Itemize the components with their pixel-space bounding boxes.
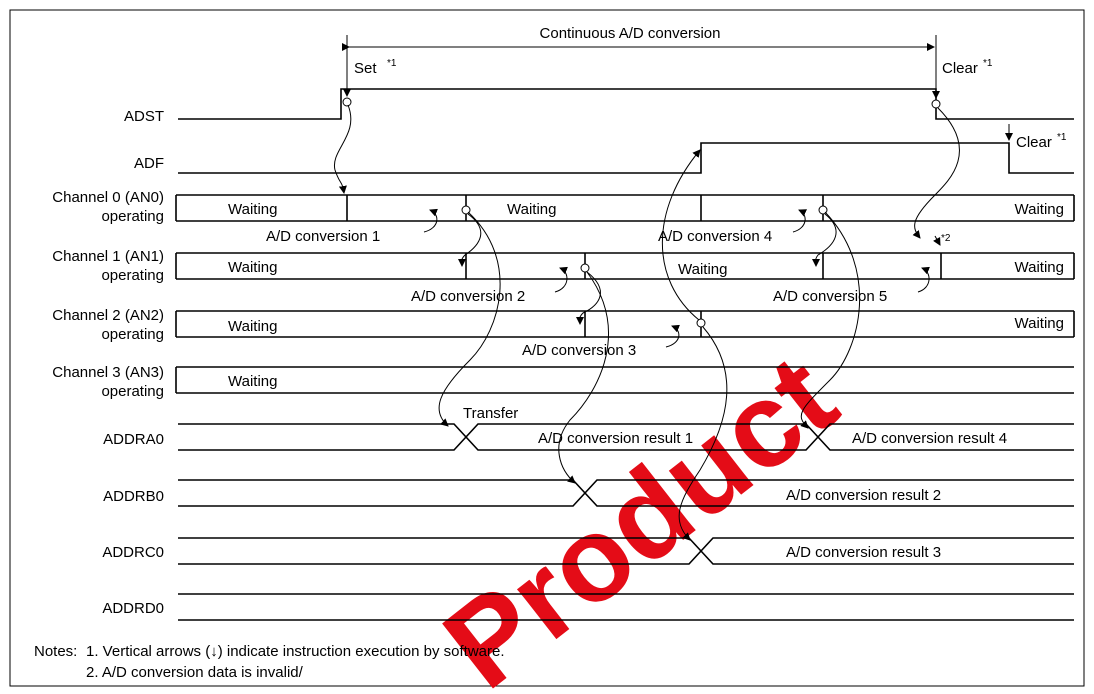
set-footnote: *1 — [387, 58, 397, 69]
clear-label-1: Clear — [942, 60, 978, 77]
result-4-label: A/D conversion result 4 — [852, 430, 1007, 447]
ch2-waiting-2: Waiting — [1015, 315, 1064, 332]
signal-ch3-line1: Channel 3 (AN3) — [52, 364, 164, 381]
wave-ch3 — [175, 366, 1074, 394]
hook-arrow-c5 — [917, 266, 930, 293]
signal-ch0-line1: Channel 0 (AN0) — [52, 189, 164, 206]
event-circle-adst-clear — [931, 99, 941, 109]
wave-addrd0 — [178, 593, 1074, 621]
event-circle-c3-end — [696, 318, 706, 328]
wave-adf — [178, 142, 1074, 174]
conversion-2-label: A/D conversion 2 — [411, 288, 525, 305]
note-2: 2. A/D conversion data is invalid/ — [86, 664, 304, 681]
wave-adst — [178, 88, 1074, 120]
result-2-label: A/D conversion result 2 — [786, 487, 941, 504]
signal-ch0-line2: operating — [101, 208, 164, 225]
signal-adf: ADF — [134, 155, 164, 172]
curve-adst-to-c1 — [333, 104, 352, 194]
signal-ch2-line1: Channel 2 (AN2) — [52, 307, 164, 324]
ch0-waiting-2: Waiting — [507, 201, 556, 218]
note-1: 1. Vertical arrows (↓) indicate instruct… — [86, 643, 505, 660]
wave-ch1 — [175, 252, 1075, 280]
signal-addrb0: ADDRB0 — [103, 488, 164, 505]
clear-footnote-2: *1 — [1057, 132, 1067, 143]
curve-c4-to-addra0 — [800, 211, 861, 429]
result-1-label: A/D conversion result 1 — [538, 430, 693, 447]
ch1-waiting-2: Waiting — [678, 261, 727, 278]
frame — [9, 9, 1085, 687]
notes-lead: Notes: — [34, 643, 77, 660]
curve-c4-to-c5 — [811, 213, 837, 267]
clear-footnote-1: *1 — [983, 58, 993, 69]
curve-c3-to-adf — [662, 149, 701, 321]
ch0-waiting-1: Waiting — [228, 201, 277, 218]
curve-c2-to-addrb0 — [558, 271, 609, 484]
clear-label-2: Clear — [1016, 134, 1052, 151]
curve-c3-to-addrc0 — [678, 326, 728, 541]
signal-adst: ADST — [124, 108, 164, 125]
signal-ch2-line2: operating — [101, 326, 164, 343]
hook-arrow-c4 — [792, 209, 808, 233]
signal-ch1-line2: operating — [101, 267, 164, 284]
hook-arrow-c3 — [665, 324, 680, 348]
wave-addrc0 — [178, 537, 1074, 565]
hook-arrow-c2 — [554, 266, 568, 293]
event-circle-adst-set — [342, 97, 352, 107]
watermark: Product — [420, 329, 860, 694]
curve-c2-to-c3 — [575, 271, 601, 325]
hook-arrow-c1 — [423, 208, 438, 233]
ch0-waiting-3: Waiting — [1015, 201, 1064, 218]
conversion-3-label: A/D conversion 3 — [522, 342, 636, 359]
signal-ch3-line2: operating — [101, 383, 164, 400]
conversion-5-label: A/D conversion 5 — [773, 288, 887, 305]
ch1-waiting-3: Waiting — [1015, 259, 1064, 276]
wave-ch0 — [175, 194, 1075, 222]
result-3-label: A/D conversion result 3 — [786, 544, 941, 561]
signal-ch1-line1: Channel 1 (AN1) — [52, 248, 164, 265]
conversion-1-label: A/D conversion 1 — [266, 228, 380, 245]
invalid-footnote: *2 — [941, 233, 951, 244]
wave-addrb0 — [178, 479, 1074, 507]
curve-adst-clear — [912, 107, 960, 239]
wave-addra0 — [178, 423, 1074, 451]
ch3-waiting-1: Waiting — [228, 373, 277, 390]
title-label: Continuous A/D conversion — [540, 25, 721, 42]
curve-c1-to-c2 — [457, 213, 482, 267]
set-label: Set — [354, 60, 377, 77]
wave-ch2 — [175, 310, 1075, 338]
signal-addrd0: ADDRD0 — [102, 600, 164, 617]
signal-addra0: ADDRA0 — [103, 431, 164, 448]
hook-arrow-invalid — [933, 235, 941, 246]
continuous-span — [342, 35, 937, 56]
conversion-4-label: A/D conversion 4 — [658, 228, 772, 245]
ch2-waiting-1: Waiting — [228, 318, 277, 335]
signal-addrc0: ADDRC0 — [102, 544, 164, 561]
event-circle-c2-end — [580, 263, 590, 273]
ch1-waiting-1: Waiting — [228, 259, 277, 276]
curve-c1-to-transfer — [438, 211, 501, 427]
transfer-label: Transfer — [463, 405, 518, 422]
